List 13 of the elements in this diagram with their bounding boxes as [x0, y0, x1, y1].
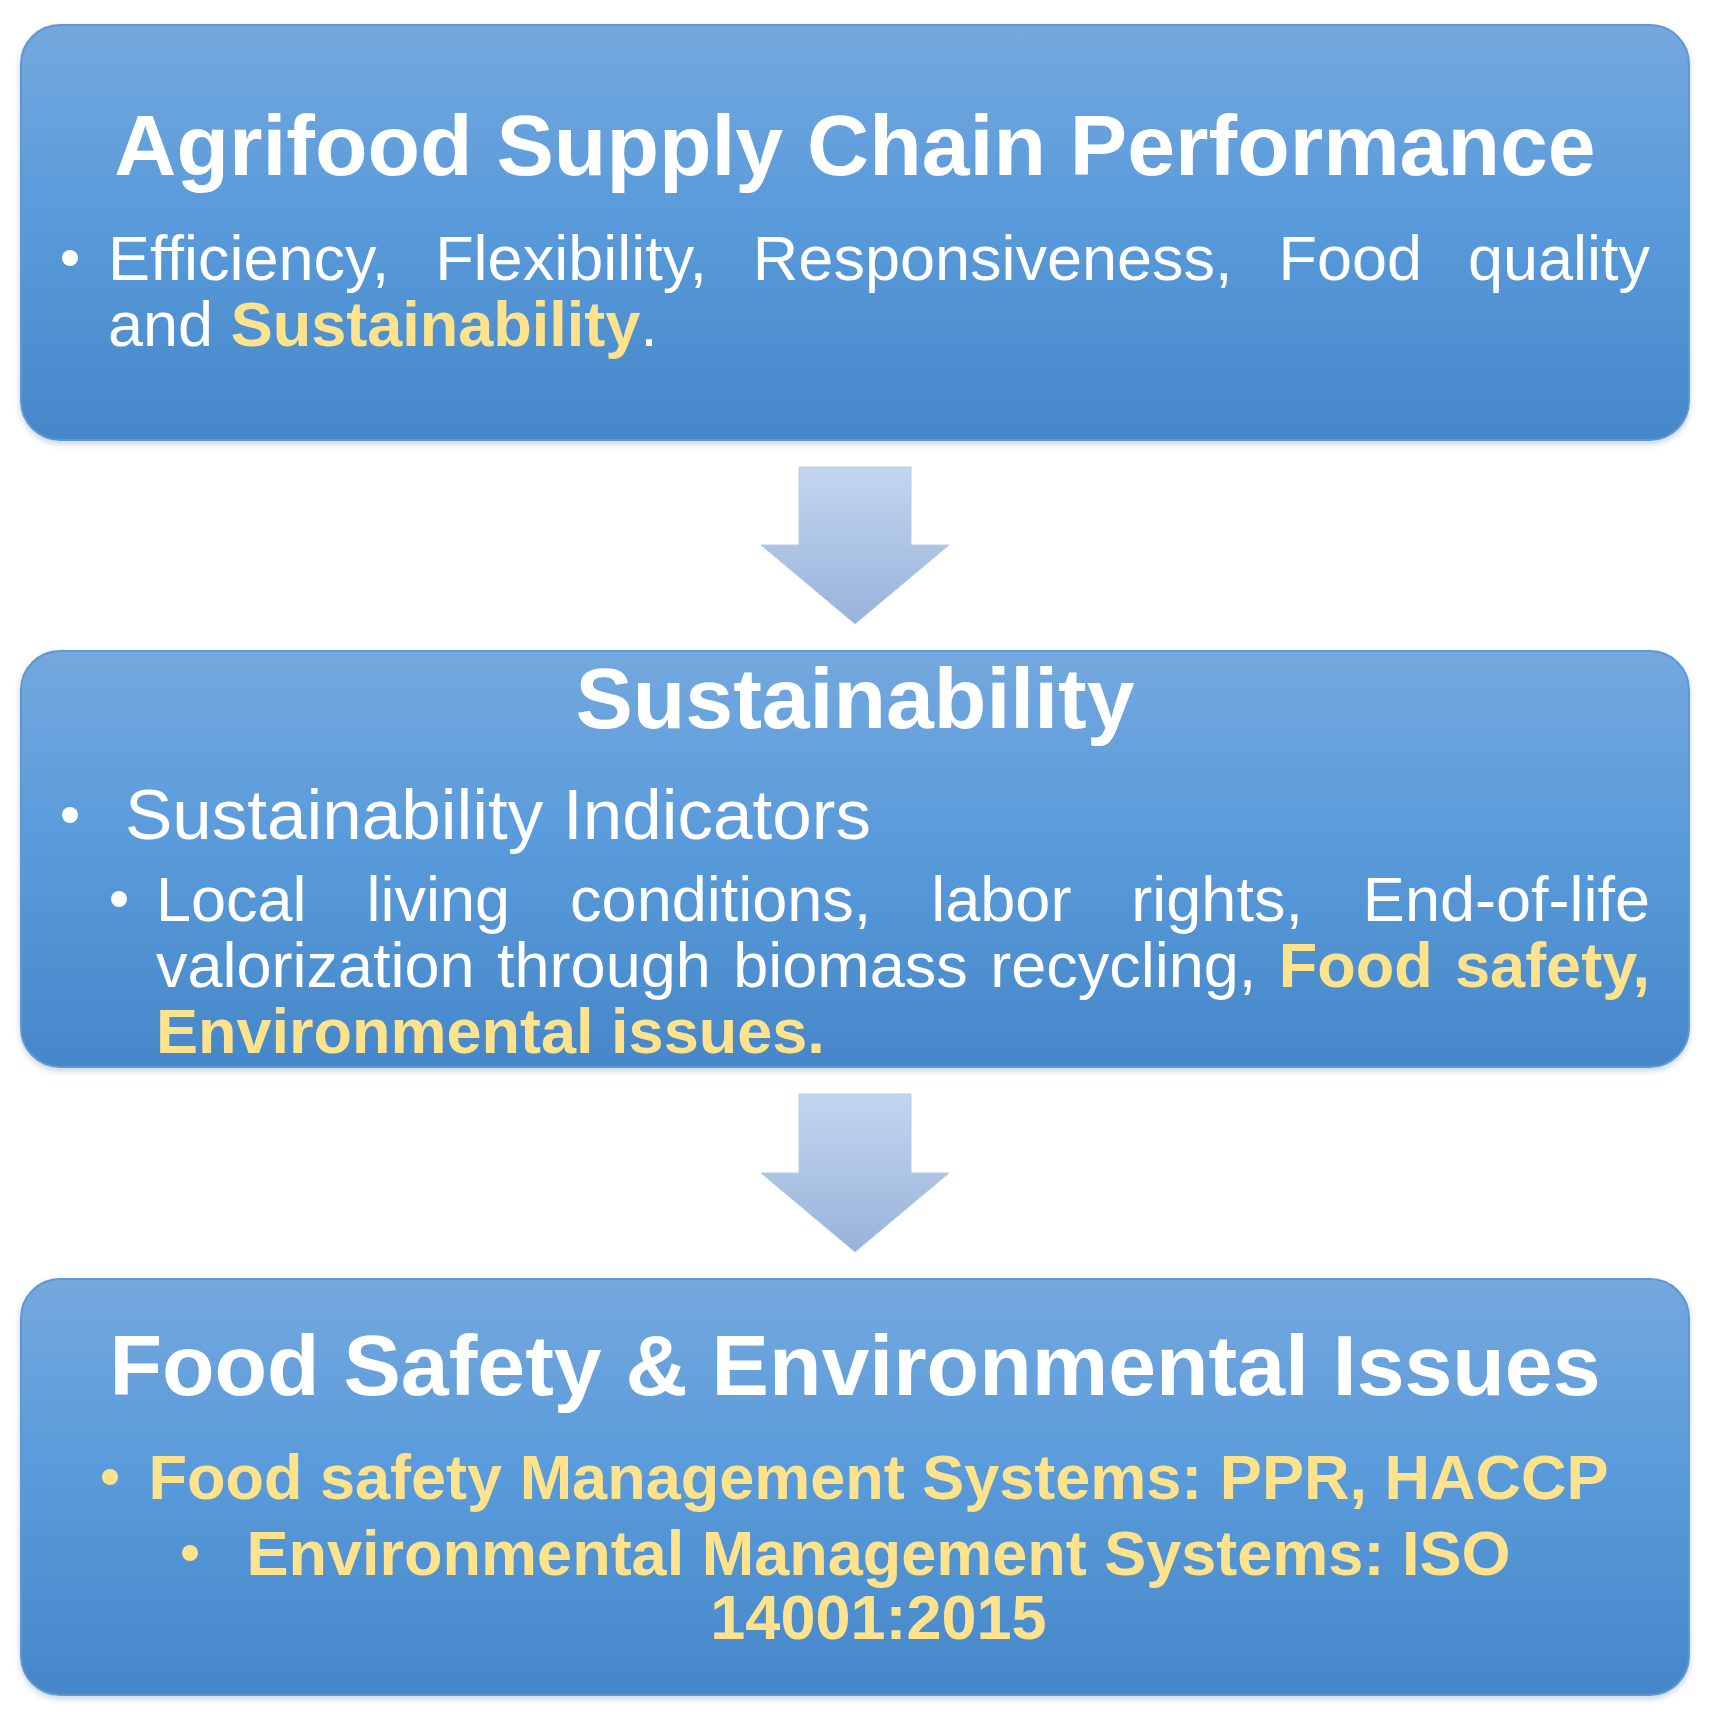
process-box [20, 1278, 1690, 1696]
process-box [20, 650, 1690, 1068]
process-box [20, 24, 1690, 441]
bullet-text: Efficiency, Flexibility, Responsiveness, Food quality and Sustainability. [108, 225, 1650, 357]
block-arrow [760, 466, 950, 625]
bullet-text: Local living conditions, labor rights, End-of-life valorization through biomass recycling, Food safety, Environmental issues. [156, 866, 1650, 1064]
box-title: Food Safety & Environmental Issues [108, 1319, 1602, 1411]
box-title: Sustainability [574, 652, 1136, 744]
bullet-text: Food safety Management Systems: PPR, HACCP [148, 1444, 1609, 1510]
block-arrow [760, 1093, 950, 1253]
bullet-text: Environmental Management Systems: ISO 14001:2015 [245, 1521, 1512, 1649]
bullet-text: Sustainability Indicators [125, 776, 872, 854]
box-title: Agrifood Supply Chain Performance [113, 99, 1597, 191]
